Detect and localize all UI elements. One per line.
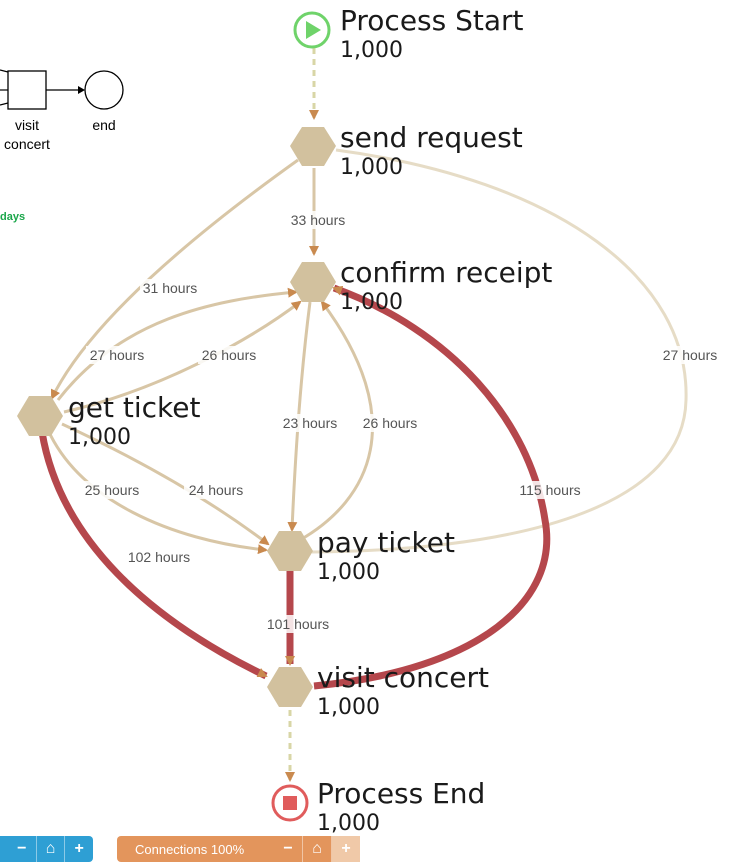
process-end-count: 1,000	[317, 811, 380, 836]
inset-days-text: days	[0, 211, 25, 223]
connections-increase-button[interactable]: +	[332, 836, 360, 862]
zoom-out-button[interactable]: −	[17, 840, 27, 857]
zoom-toolbar: − ⌂ +	[0, 836, 93, 862]
edge-label-visit-confirm: 115 hours	[519, 482, 580, 498]
connections-toolbar: Connections 100% − ⌂ +	[117, 836, 360, 862]
activity-count: 1,000	[317, 560, 380, 585]
edge-label-get-confirm-a: 27 hours	[90, 347, 144, 363]
activity-count: 1,000	[340, 290, 403, 315]
activity-name: send request	[340, 121, 523, 154]
activity-count: 1,000	[317, 695, 380, 720]
activity-count: 1,000	[68, 425, 131, 450]
process-start-count: 1,000	[340, 38, 403, 63]
inset-arrow-in-top	[0, 69, 9, 73]
activity-name: confirm receipt	[340, 256, 552, 289]
inset-concert-label: concert	[4, 136, 50, 152]
stop-icon	[283, 796, 297, 810]
process-start-label: Process Start	[340, 4, 524, 37]
edge-label-pay-confirm: 26 hours	[363, 415, 417, 431]
process-start-node[interactable]: Process Start 1,000	[293, 4, 524, 63]
inset-task-box	[7, 70, 47, 110]
edge-send-request-to-get-ticket[interactable]	[50, 158, 299, 400]
edge-label-get-pay-a: 25 hours	[85, 482, 139, 498]
edge-get-ticket-to-pay-ticket-a[interactable]	[46, 429, 268, 555]
edge-send-request-to-pay-ticket[interactable]	[311, 148, 688, 554]
activity-send-request[interactable]: send request 1,000	[290, 121, 523, 180]
connections-decrease-button[interactable]: −	[283, 840, 293, 857]
edge-label-get-pay-b: 24 hours	[189, 482, 243, 498]
play-icon	[306, 21, 321, 39]
activity-visit-concert[interactable]: visit concert 1,000	[267, 661, 489, 720]
inset-visit-label: visit	[15, 117, 39, 133]
hexagon-icon	[17, 396, 63, 436]
toolbar-divider	[64, 836, 66, 862]
inset-model-fragment: visit concert end days	[0, 69, 124, 223]
home-icon[interactable]: ⌂	[45, 840, 56, 857]
edge-get-ticket-to-confirm-receipt-a[interactable]	[56, 287, 298, 401]
edge-visit-concert-to-confirm-receipt[interactable]	[313, 284, 551, 690]
inset-arrowhead	[78, 86, 85, 94]
edge-label-confirm-pay: 23 hours	[283, 415, 337, 431]
edge-label-send-get: 31 hours	[143, 280, 197, 296]
toolbar-left-edge	[0, 836, 8, 862]
hexagon-icon	[267, 531, 313, 571]
edge-label-send-confirm: 33 hours	[291, 212, 345, 228]
hexagon-icon	[290, 262, 336, 302]
activity-name: pay ticket	[317, 526, 455, 559]
activity-name: get ticket	[68, 391, 200, 424]
edge-pay-ticket-to-confirm-receipt[interactable]	[299, 300, 374, 542]
edge-label-send-pay: 27 hours	[663, 347, 717, 363]
activity-pay-ticket[interactable]: pay ticket 1,000	[267, 526, 455, 585]
inset-arrow-in-bottom	[0, 102, 9, 106]
toolbar-divider	[331, 836, 332, 862]
edge-labels: 33 hours 31 hours 27 hours 27 hours 26 h…	[80, 211, 722, 633]
hexagon-icon	[290, 127, 336, 166]
edge-label-pay-visit: 101 hours	[267, 616, 329, 632]
process-map-canvas[interactable]: visit concert end days 33 hours 31 hours…	[0, 0, 738, 836]
process-end-label: Process End	[317, 777, 485, 810]
toolbar-divider	[302, 836, 303, 862]
zoom-in-button[interactable]: +	[74, 840, 84, 857]
hexagon-icon	[267, 667, 313, 707]
activity-get-ticket[interactable]: get ticket 1,000	[17, 391, 200, 450]
activity-confirm-receipt[interactable]: confirm receipt 1,000	[290, 256, 552, 315]
activity-name: visit concert	[317, 661, 489, 694]
edge-get-ticket-to-pay-ticket-b[interactable]	[61, 422, 270, 546]
inset-end-event	[84, 70, 124, 110]
toolbar-divider	[35, 836, 37, 862]
connections-label: Connections 100%	[135, 841, 245, 857]
edge-label-get-visit: 102 hours	[128, 549, 190, 565]
connections-home-icon[interactable]: ⌂	[312, 840, 322, 857]
inset-end-label: end	[92, 117, 115, 133]
edge-label-get-confirm-b: 26 hours	[202, 347, 256, 363]
activity-count: 1,000	[340, 155, 403, 180]
process-end-node[interactable]: Process End 1,000	[271, 777, 485, 836]
edge-get-ticket-to-visit-concert[interactable]	[38, 431, 268, 680]
